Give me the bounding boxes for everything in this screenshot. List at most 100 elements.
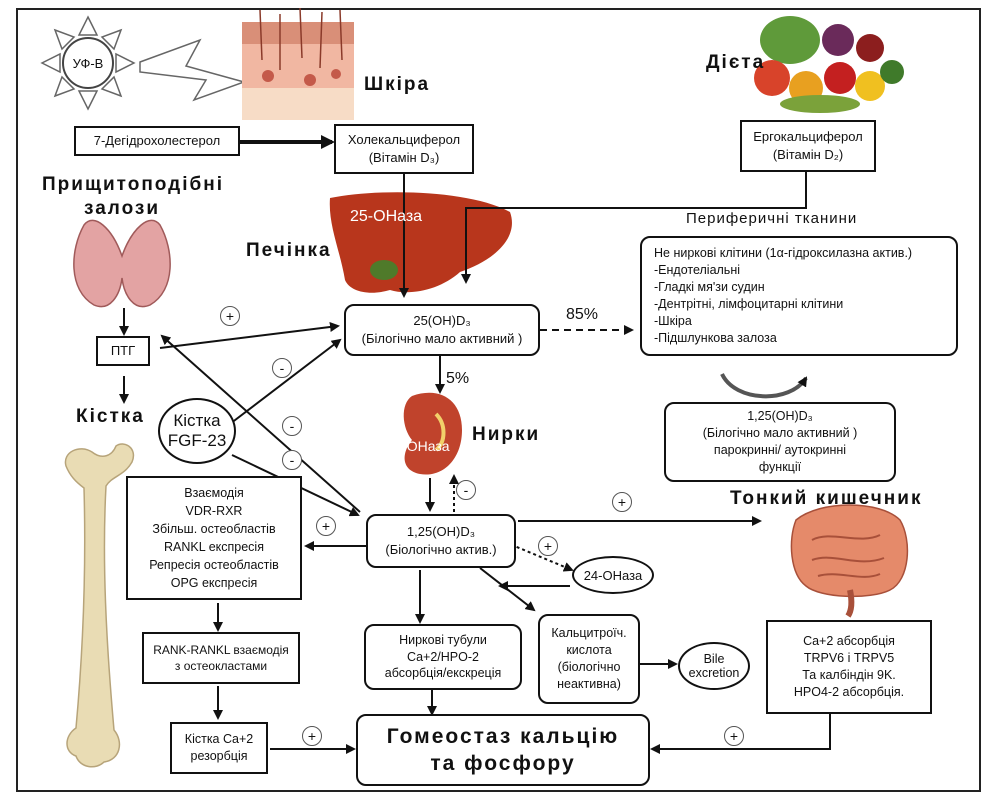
box-line: FGF-23 [168, 431, 227, 451]
box-line: Кальцитроїч. [551, 625, 626, 642]
uvb-label: УФ-В [69, 49, 107, 77]
box-line: резорбція [191, 748, 248, 765]
box-line: HPO4-2 абсорбція. [794, 684, 904, 701]
box-line: Не ниркові клітини (1α-гідроксилазна акт… [654, 245, 912, 262]
box-line: Ниркові тубули [399, 632, 487, 649]
active-d3-box: 1,25(OH)D₃ (Біологічно актив.) [366, 514, 516, 568]
box-line: 25(OH)D₃ [413, 312, 470, 330]
minus-sign: - [456, 480, 476, 500]
cholecalciferol-box: Холекальциферол (Вітамін D₃) [334, 124, 474, 174]
box-line: з остеокластами [175, 658, 267, 674]
pct-85: 85% [566, 306, 598, 324]
box-line: (біологічно [558, 659, 621, 676]
box-line: OPG експресія [171, 574, 258, 592]
box-line: -Дентрітні, лімфоцитарні клітини [654, 296, 843, 313]
pct-5: 5% [446, 370, 469, 388]
box-line: (Біологічно актив.) [385, 541, 496, 559]
box-line: функції [759, 459, 801, 476]
box-line: -Гладкі мя'зи судин [654, 279, 765, 296]
thyroid-icon [74, 220, 170, 306]
kidneys-label: Нирки [472, 424, 540, 446]
rank-rankl-box: RANK-RANKL взаємодія з остеокластами [142, 632, 300, 684]
kidney-enzyme-label: α-ОНаза [394, 438, 450, 454]
minus-sign: - [282, 450, 302, 470]
box-line: Кістка [173, 411, 220, 431]
cycle-arrow-icon [722, 374, 806, 396]
intestine-label: Тонкий кишечник [730, 488, 922, 510]
vdr-rxr-box: Взаємодія VDR-RXR Збільш. остеобластів R… [126, 476, 302, 600]
box-line: Гомеостаз кальцію [387, 723, 619, 750]
box-line: RANK-RANKL взаємодія [153, 642, 289, 658]
box-line: Ca+2 абсорбція [803, 633, 895, 650]
parathyroid-label-1: Прищитоподібні [42, 174, 224, 196]
minus-sign: - [282, 416, 302, 436]
calcitroic-acid-box: Кальцитроїч. кислота (біологічно неактив… [538, 614, 640, 704]
box-line: VDR-RXR [186, 502, 243, 520]
plus-sign: + [316, 516, 336, 536]
plus-sign: + [538, 536, 558, 556]
box-line: 1,25(OH)D₃ [747, 408, 813, 425]
box-line: кислота [566, 642, 611, 659]
box-line: Та калбіндін 9K. [802, 667, 896, 684]
kidney-icon [404, 393, 462, 475]
box-line: excretion [689, 666, 740, 680]
minus-sign: - [272, 358, 292, 378]
box-line: парокринні/ аутокринні [714, 442, 846, 459]
femur-icon [65, 444, 133, 767]
parathyroid-label-2: залози [84, 198, 160, 220]
box-line: Репресія остеобластів [149, 556, 279, 574]
box-line: 7-Дегідрохолестерол [94, 132, 221, 150]
skin-label: Шкіра [364, 74, 430, 96]
plus-sign: + [612, 492, 632, 512]
box-line: (Білогічно мало активний ) [703, 425, 858, 442]
box-line: -Підшлункова залоза [654, 330, 777, 347]
intestine-icon [791, 505, 907, 616]
box-line: Ca+2/HPO-2 [407, 649, 479, 666]
box-line: неактивна) [557, 676, 621, 693]
box-line: RANKL експресія [164, 538, 264, 556]
nonrenal-cells-box: Не ниркові клітини (1α-гідроксилазна акт… [640, 236, 958, 356]
bone-fgf23-ellipse: Кістка FGF-23 [158, 398, 236, 464]
hydroxy25-box: 25(OH)D₃ (Білогічно мало активний ) [344, 304, 540, 356]
box-line: -Шкіра [654, 313, 692, 330]
uvb-text: УФ-В [73, 56, 104, 71]
diet-label: Дієта [706, 52, 765, 74]
box-line: 24-ОНаза [584, 568, 643, 583]
peripheral-d3-box: 1,25(OH)D₃ (Білогічно мало активний ) па… [664, 402, 896, 482]
bone-resorption-box: Кістка Ca+2 резорбція [170, 722, 268, 774]
box-line: (Вітамін D₂) [773, 146, 843, 164]
liver-enzyme-label: 25-ОНаза [350, 208, 422, 226]
box-line: (Білогічно мало активний ) [362, 330, 523, 348]
renal-tubules-box: Ниркові тубули Ca+2/HPO-2 абсорбція/екск… [364, 624, 522, 690]
box-line: 1,25(OH)D₃ [407, 523, 475, 541]
box-line: Bile [704, 652, 725, 666]
box-line: Кістка Ca+2 [185, 731, 253, 748]
plus-sign: + [302, 726, 322, 746]
box-line: Холекальциферол [348, 131, 460, 149]
ergocalciferol-box: Ергокальциферол (Вітамін D₂) [740, 120, 876, 172]
box-line: Ергокальциферол [753, 128, 863, 146]
liver-label: Печінка [246, 240, 332, 262]
box-line: Збільш. остеобластів [152, 520, 275, 538]
dehydrocholesterol-box: 7-Дегідрохолестерол [74, 126, 240, 156]
box-line: -Ендотеліальні [654, 262, 740, 279]
bile-excretion-ellipse: Bile excretion [678, 642, 750, 690]
lightning-icon [140, 40, 244, 100]
peripheral-label: Периферичні тканини [686, 210, 857, 227]
vegetables-icon [754, 16, 904, 113]
homeostasis-box: Гомеостаз кальцію та фосфору [356, 714, 650, 786]
ptg-box: ПТГ [96, 336, 150, 366]
bone-label: Кістка [76, 406, 145, 428]
skin-icon [242, 8, 354, 120]
plus-sign: + [220, 306, 240, 326]
box-line: (Вітамін D₃) [369, 149, 440, 167]
intestinal-absorption-box: Ca+2 абсорбція TRPV6 і TRPV5 Та калбінді… [766, 620, 932, 714]
box-line: Взаємодія [184, 484, 244, 502]
oh24-ellipse: 24-ОНаза [572, 556, 654, 594]
box-line: абсорбція/екскреція [385, 665, 502, 682]
box-line: TRPV6 і TRPV5 [804, 650, 894, 667]
box-line: та фосфору [430, 750, 575, 777]
plus-sign: + [724, 726, 744, 746]
box-line: ПТГ [111, 342, 135, 360]
